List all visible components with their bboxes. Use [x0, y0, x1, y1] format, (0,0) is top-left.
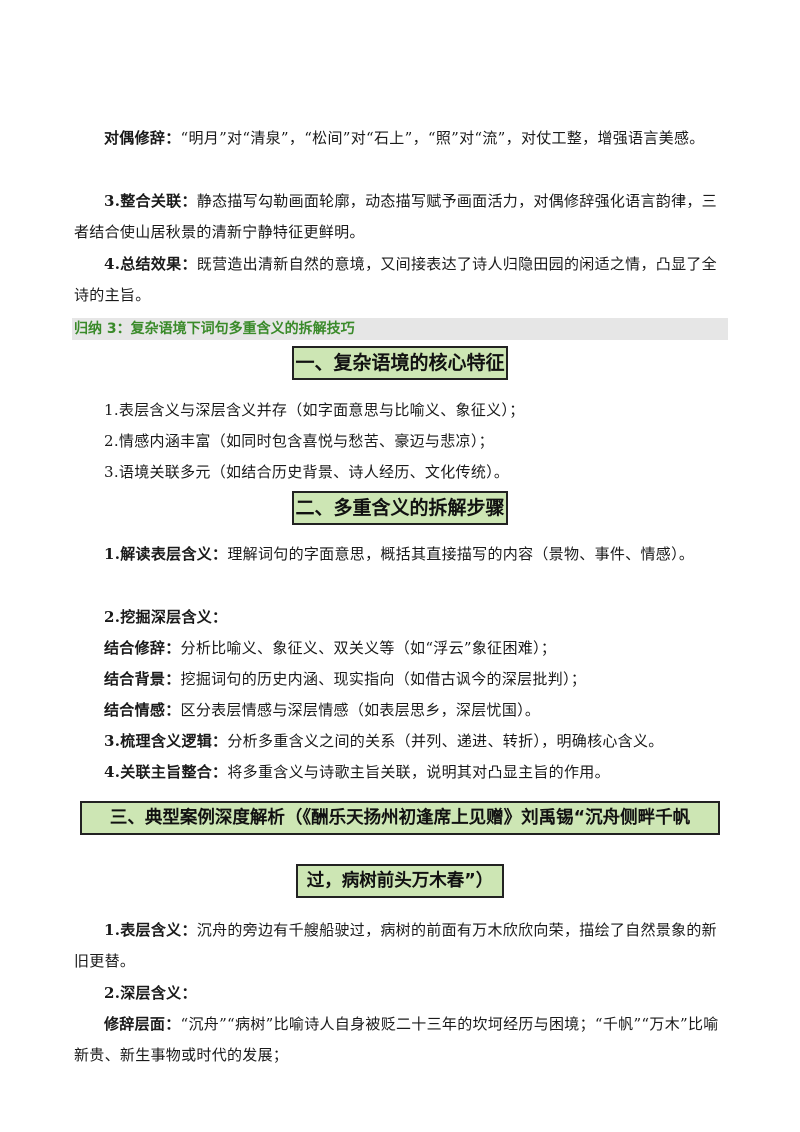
step-text: 分析多重含义之间的关系（并列、递进、转折），明确核心含义。 — [227, 732, 664, 750]
case-label: 2.深层含义： — [104, 984, 197, 1002]
step-label: 结合情感： — [104, 701, 181, 719]
step-3: 3.梳理含义逻辑：分析多重含义之间的关系（并列、递进、转折），明确核心含义。 — [74, 726, 726, 757]
step-label: 1.解读表层含义： — [104, 545, 228, 563]
heading-case-line-1: 三、典型案例深度解析（《酬乐天扬州初逢席上见赠》刘禹锡“沉舟侧畔千帆 — [80, 801, 720, 835]
step-text: 挖掘词句的历史内涵、现实指向（如借古讽今的深层批判）； — [180, 670, 587, 688]
step-label: 结合修辞： — [104, 639, 181, 657]
step-1: 1.解读表层含义：理解词句的字面意思，概括其直接描写的内容（景物、事件、情感）。 — [74, 539, 726, 570]
case-deep: 2.深层含义： — [74, 978, 726, 1009]
step-text: 将多重含义与诗歌主旨关联，说明其对凸显主旨的作用。 — [227, 763, 610, 781]
section-bar: 归纳 3：复杂语境下词句多重含义的拆解技巧 — [72, 318, 728, 340]
step-label: 4.关联主旨整合： — [104, 763, 228, 781]
step-2b: 结合背景：挖掘词句的历史内涵、现实指向（如借古讽今的深层批判）； — [74, 664, 726, 695]
paragraph-label: 对偶修辞： — [104, 129, 181, 147]
paragraph-integrate: 3.整合关联：静态描写勾勒画面轮廓，动态描写赋予画面活力，对偶修辞强化语言韵律，… — [74, 186, 726, 248]
case-label: 1.表层含义： — [104, 921, 197, 939]
paragraph-text: “明月”对“清泉”，“松间”对“石上”，“照”对“流”，对仗工整，增强语言美感。 — [180, 129, 705, 147]
paragraph-duiou: 对偶修辞：“明月”对“清泉”，“松间”对“石上”，“照”对“流”，对仗工整，增强… — [74, 123, 726, 154]
step-text: 分析比喻义、象征义、双关义等（如“浮云”象征困难）； — [180, 639, 557, 657]
step-text: 区分表层情感与深层情感（如表层思乡，深层忧国）。 — [180, 701, 541, 719]
case-text: “沉舟”“病树”比喻诗人自身被贬二十三年的坎坷经历与困境；“千帆”“万木”比喻新… — [74, 1015, 719, 1064]
case-surface: 1.表层含义：沉舟的旁边有千艘船驶过，病树的前面有万木欣欣向荣，描绘了自然景象的… — [74, 915, 726, 977]
step-4: 4.关联主旨整合：将多重含义与诗歌主旨关联，说明其对凸显主旨的作用。 — [74, 757, 726, 788]
step-2c: 结合情感：区分表层情感与深层情感（如表层思乡，深层忧国）。 — [74, 695, 726, 726]
case-rhetoric: 修辞层面：“沉舟”“病树”比喻诗人自身被贬二十三年的坎坷经历与困境；“千帆”“万… — [74, 1009, 726, 1071]
step-2: 2.挖掘深层含义： — [74, 602, 726, 633]
paragraph-label: 3.整合关联： — [104, 192, 197, 210]
case-label: 修辞层面： — [104, 1015, 181, 1033]
paragraph-text: 静态描写勾勒画面轮廓，动态描写赋予画面活力，对偶修辞强化语言韵律，三者结合使山居… — [74, 192, 717, 241]
list-item: 3.语境关联多元（如结合历史背景、诗人经历、文化传统）。 — [104, 463, 510, 481]
list-item: 1.表层含义与深层含义并存（如字面意思与比喻义、象征义）； — [104, 401, 525, 419]
heading-steps: 二、多重含义的拆解步骤 — [292, 491, 508, 525]
step-label: 3.梳理含义逻辑： — [104, 732, 228, 750]
step-2a: 结合修辞：分析比喻义、象征义、双关义等（如“浮云”象征困难）； — [74, 633, 726, 664]
case-text: 沉舟的旁边有千艘船驶过，病树的前面有万木欣欣向荣，描绘了自然景象的新旧更替。 — [74, 921, 717, 970]
step-label: 2.挖掘深层含义： — [104, 608, 228, 626]
step-text: 理解词句的字面意思，概括其直接描写的内容（景物、事件、情感）。 — [227, 545, 695, 563]
heading-case-line-2: 过，病树前头万木春”） — [296, 864, 504, 898]
paragraph-summary: 4.总结效果：既营造出清新自然的意境，又间接表达了诗人归隐田园的闲适之情，凸显了… — [74, 249, 726, 311]
paragraph-text: 既营造出清新自然的意境，又间接表达了诗人归隐田园的闲适之情，凸显了全诗的主旨。 — [74, 255, 717, 304]
paragraph-label: 4.总结效果： — [104, 255, 197, 273]
heading-core-features: 一、复杂语境的核心特征 — [292, 346, 508, 380]
list-item: 2.情感内涵丰富（如同时包含喜悦与愁苦、豪迈与悲凉）； — [104, 432, 494, 450]
step-label: 结合背景： — [104, 670, 181, 688]
